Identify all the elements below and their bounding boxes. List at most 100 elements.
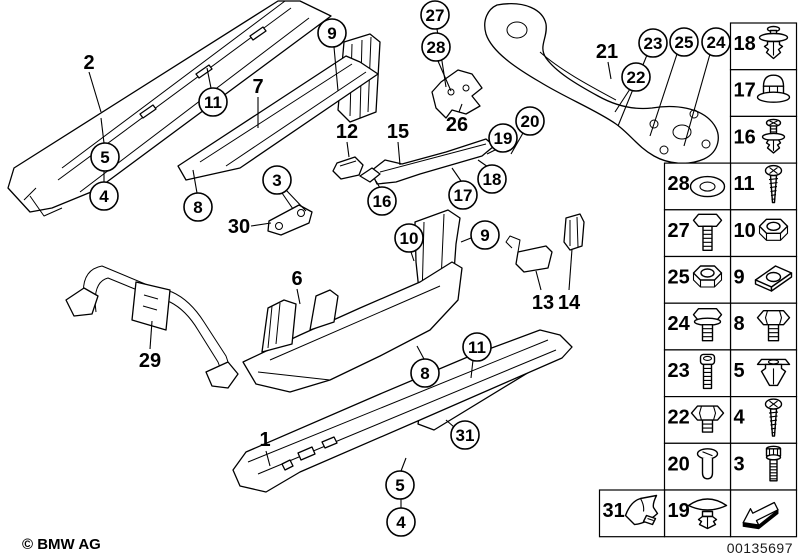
table-cell-frame <box>663 489 732 538</box>
parts-table-cell-9[interactable]: 9 <box>729 255 798 304</box>
table-cell-number: 8 <box>734 313 745 335</box>
leader-line <box>416 345 425 360</box>
leader-line <box>445 419 455 428</box>
part-artwork <box>7 0 719 493</box>
callout-label-30[interactable]: 30 <box>228 216 250 238</box>
parts-table-cell-19[interactable]: 19 <box>663 489 732 538</box>
callout-number: 11 <box>468 338 486 357</box>
parts-table-cell-31[interactable]: 31 <box>598 489 666 538</box>
leader-line <box>296 288 301 305</box>
callout-circle-28[interactable]: 28 <box>421 32 451 62</box>
parts-table-cell-24[interactable]: 24 <box>663 302 732 351</box>
callout-number: 8 <box>420 364 429 383</box>
callout-label-29[interactable]: 29 <box>139 350 161 372</box>
callout-circle-27[interactable]: 27 <box>420 0 450 30</box>
callout-label-12[interactable]: 12 <box>336 121 358 143</box>
parts-table-cell-27[interactable]: 27 <box>663 209 732 258</box>
callout-circle-24[interactable]: 24 <box>701 27 731 57</box>
leader-line <box>510 132 524 155</box>
leader-line <box>250 222 272 227</box>
callout-circle-3[interactable]: 3 <box>262 165 292 195</box>
callout-label-21[interactable]: 21 <box>596 41 618 63</box>
callout-circle-11[interactable]: 11 <box>198 87 228 117</box>
callout-label-15[interactable]: 15 <box>387 121 409 143</box>
parts-table-cell-25[interactable]: 25 <box>663 255 732 304</box>
callout-label-7[interactable]: 7 <box>252 76 263 98</box>
table-cell-number: 18 <box>734 33 756 55</box>
callout-label-14[interactable]: 14 <box>558 292 581 314</box>
parts-table-cell-4[interactable]: 4 <box>729 396 798 444</box>
parts-table-cell-8[interactable]: 8 <box>729 302 798 351</box>
callout-number: 12 <box>336 121 358 143</box>
parts-table-cell-11[interactable]: 11 <box>729 162 798 211</box>
callout-number: 9 <box>480 226 489 245</box>
table-cell-number: 27 <box>668 220 690 242</box>
callout-label-6[interactable]: 6 <box>291 268 302 290</box>
table-cell-number: 4 <box>734 407 746 429</box>
table-cell-number: 28 <box>668 173 690 195</box>
parts-table-cell-18[interactable]: 18 <box>729 22 798 71</box>
callout-label-2[interactable]: 2 <box>83 52 94 74</box>
leader-line <box>535 270 542 291</box>
callout-ring <box>477 164 507 194</box>
callout-circle-8[interactable]: 8 <box>410 358 440 388</box>
callout-number: 7 <box>252 76 263 98</box>
parts-table-cell-3[interactable]: 3 <box>729 442 798 491</box>
part-30-bracket <box>267 204 313 236</box>
parts-table-cell-16[interactable]: 16 <box>729 115 798 164</box>
callout-number: 18 <box>483 170 502 189</box>
callout-circle-23[interactable]: 23 <box>638 28 668 58</box>
callout-number: 17 <box>454 186 473 205</box>
callout-circle-31[interactable]: 31 <box>450 420 480 450</box>
callout-circle-18[interactable]: 18 <box>477 164 507 194</box>
callout-ring <box>385 470 415 500</box>
callout-circle-11[interactable]: 11 <box>462 332 492 362</box>
callout-ring <box>89 181 119 211</box>
table-cell-frame <box>729 22 798 71</box>
callout-circle-10[interactable]: 10 <box>394 223 424 253</box>
parts-table-cell-20[interactable]: 20 <box>663 442 732 491</box>
parts-table-cell-22[interactable]: 22 <box>663 396 732 444</box>
callout-circle-16[interactable]: 16 <box>367 186 397 216</box>
part-29-cross-member <box>65 265 239 389</box>
callout-circle-9[interactable]: 9 <box>470 220 500 250</box>
leader-line <box>568 248 573 291</box>
callout-ring <box>470 220 500 250</box>
callout-circle-19[interactable]: 19 <box>488 123 518 153</box>
callout-circle-25[interactable]: 25 <box>669 27 699 57</box>
callout-ring <box>386 507 416 537</box>
callout-number: 10 <box>400 229 419 248</box>
leader-line <box>649 53 678 137</box>
callout-number: 14 <box>558 292 581 314</box>
leader-line <box>470 359 474 379</box>
callout-ring <box>198 87 228 117</box>
callout-number: 20 <box>521 112 540 131</box>
callout-circle-8[interactable]: 8 <box>183 192 213 222</box>
callout-label-1[interactable]: 1 <box>259 429 270 451</box>
callout-label-13[interactable]: 13 <box>532 292 554 314</box>
leader-line <box>346 141 350 158</box>
callout-number: 11 <box>204 93 222 112</box>
callout-label-26[interactable]: 26 <box>446 114 468 136</box>
callout-circle-5[interactable]: 5 <box>90 142 120 172</box>
callout-number: 31 <box>456 426 475 445</box>
parts-table-cell-arrow[interactable] <box>729 489 798 538</box>
parts-table-cell-10[interactable]: 10 <box>729 209 798 258</box>
callout-circle-17[interactable]: 17 <box>448 180 478 210</box>
callout-circle-4[interactable]: 4 <box>386 507 416 537</box>
callout-circle-4[interactable]: 4 <box>89 181 119 211</box>
callout-circle-9[interactable]: 9 <box>317 18 347 48</box>
callout-ring <box>410 358 440 388</box>
callout-circle-22[interactable]: 22 <box>621 62 651 92</box>
leader-line <box>607 61 612 80</box>
table-cell-number: 31 <box>603 500 625 522</box>
parts-table-cell-17[interactable]: 17 <box>729 69 798 117</box>
parts-table-cell-23[interactable]: 23 <box>663 349 732 398</box>
table-cell-number: 17 <box>734 80 756 102</box>
parts-table-cell-28[interactable]: 28 <box>663 162 732 211</box>
parts-table-cell-5[interactable]: 5 <box>729 349 798 398</box>
callout-ring <box>669 27 699 57</box>
callout-circle-5[interactable]: 5 <box>385 470 415 500</box>
callout-circle-20[interactable]: 20 <box>515 106 545 136</box>
